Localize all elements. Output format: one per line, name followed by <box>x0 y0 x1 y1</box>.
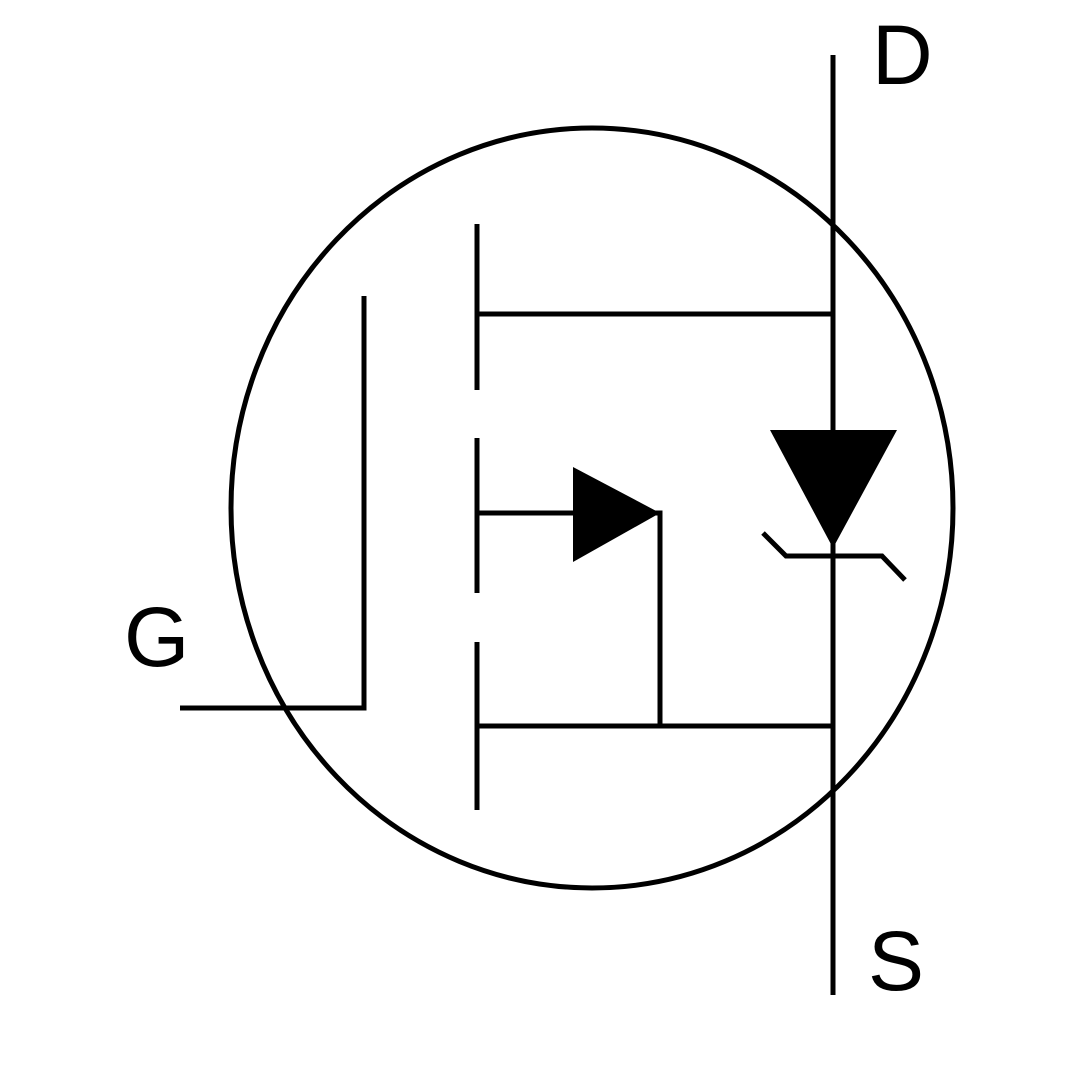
gate-label: G <box>124 590 189 684</box>
source-label: S <box>868 914 924 1008</box>
zener-diode-triangle-icon <box>770 430 897 548</box>
zener-diode-bar-icon <box>761 531 907 582</box>
device-envelope-circle <box>228 125 956 891</box>
drain-label: D <box>872 8 933 102</box>
body-to-source-tie <box>640 510 663 726</box>
gate-lead <box>180 296 367 711</box>
body-arrow-icon <box>573 467 660 562</box>
